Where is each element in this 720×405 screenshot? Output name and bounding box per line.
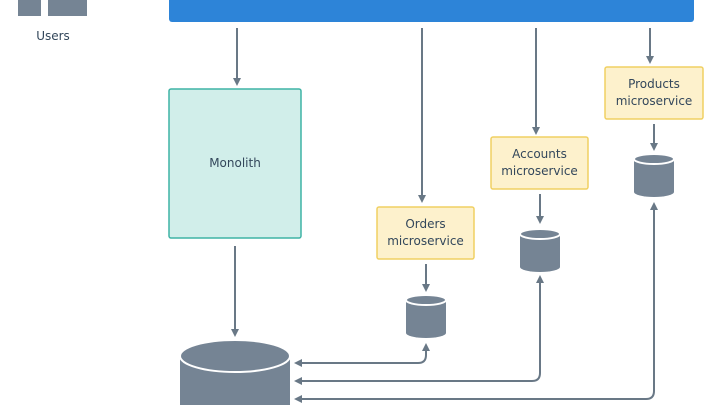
monolith-database-icon bbox=[179, 339, 291, 405]
users-label: Users bbox=[36, 29, 70, 43]
users-icon bbox=[18, 0, 87, 16]
orders-service-label: Orders microservice bbox=[387, 217, 464, 248]
accounts-database-icon bbox=[519, 228, 561, 272]
monolith-box bbox=[168, 88, 302, 239]
products-service-box bbox=[604, 66, 704, 120]
db-sync-arrows bbox=[294, 202, 658, 403]
accounts-service-box bbox=[490, 136, 589, 190]
products-service-label: Products microservice bbox=[615, 77, 693, 108]
arrow-products-db-sync bbox=[294, 202, 658, 403]
top-arrows bbox=[233, 28, 654, 203]
arrow-orders-db-sync bbox=[294, 343, 430, 367]
api-gateway-bar bbox=[169, 0, 694, 22]
monolith-label: Monolith bbox=[209, 155, 261, 170]
orders-database-icon bbox=[405, 294, 447, 338]
accounts-service-label: Accounts microservice bbox=[501, 147, 578, 178]
products-database-icon bbox=[633, 153, 675, 197]
